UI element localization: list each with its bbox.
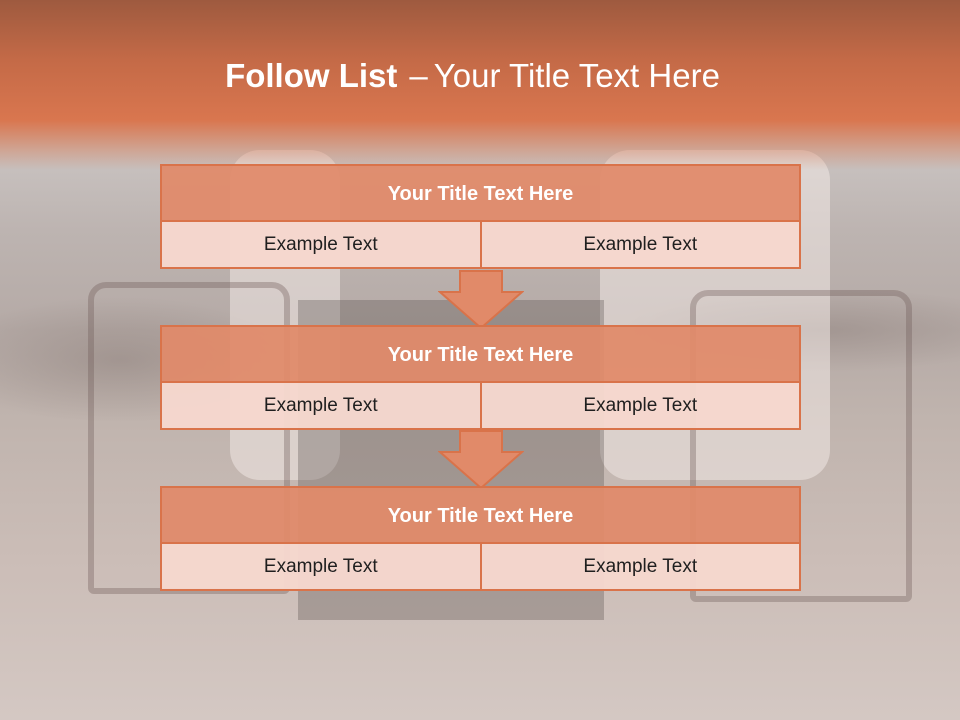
list-block-title: Your Title Text Here [162, 166, 799, 222]
down-arrow-icon [438, 430, 524, 490]
list-block-cell-right: Example Text [479, 222, 799, 267]
header-band [0, 0, 960, 170]
list-block-row: Example Text Example Text [162, 544, 799, 589]
list-block-title: Your Title Text Here [162, 488, 799, 544]
slide-title-rest: Your Title Text Here [433, 57, 720, 94]
list-block-title: Your Title Text Here [162, 327, 799, 383]
list-block-3: Your Title Text Here Example Text Exampl… [160, 486, 801, 591]
list-block-cell-left: Example Text [162, 544, 480, 589]
down-arrow-icon [438, 270, 524, 330]
list-block-cell-right: Example Text [479, 544, 799, 589]
list-block-2: Your Title Text Here Example Text Exampl… [160, 325, 801, 430]
list-block-cell-right: Example Text [479, 383, 799, 428]
slide-title-separator: – [409, 57, 428, 94]
slide-title-bold: Follow List [225, 57, 398, 94]
list-block-cell-left: Example Text [162, 222, 480, 267]
list-block-row: Example Text Example Text [162, 222, 799, 267]
list-block-row: Example Text Example Text [162, 383, 799, 428]
list-block-cell-left: Example Text [162, 383, 480, 428]
background-chair-left [88, 282, 290, 594]
slide-title: Follow List–Your Title Text Here [0, 54, 945, 98]
background-chair-right [690, 290, 912, 602]
list-block-1: Your Title Text Here Example Text Exampl… [160, 164, 801, 269]
